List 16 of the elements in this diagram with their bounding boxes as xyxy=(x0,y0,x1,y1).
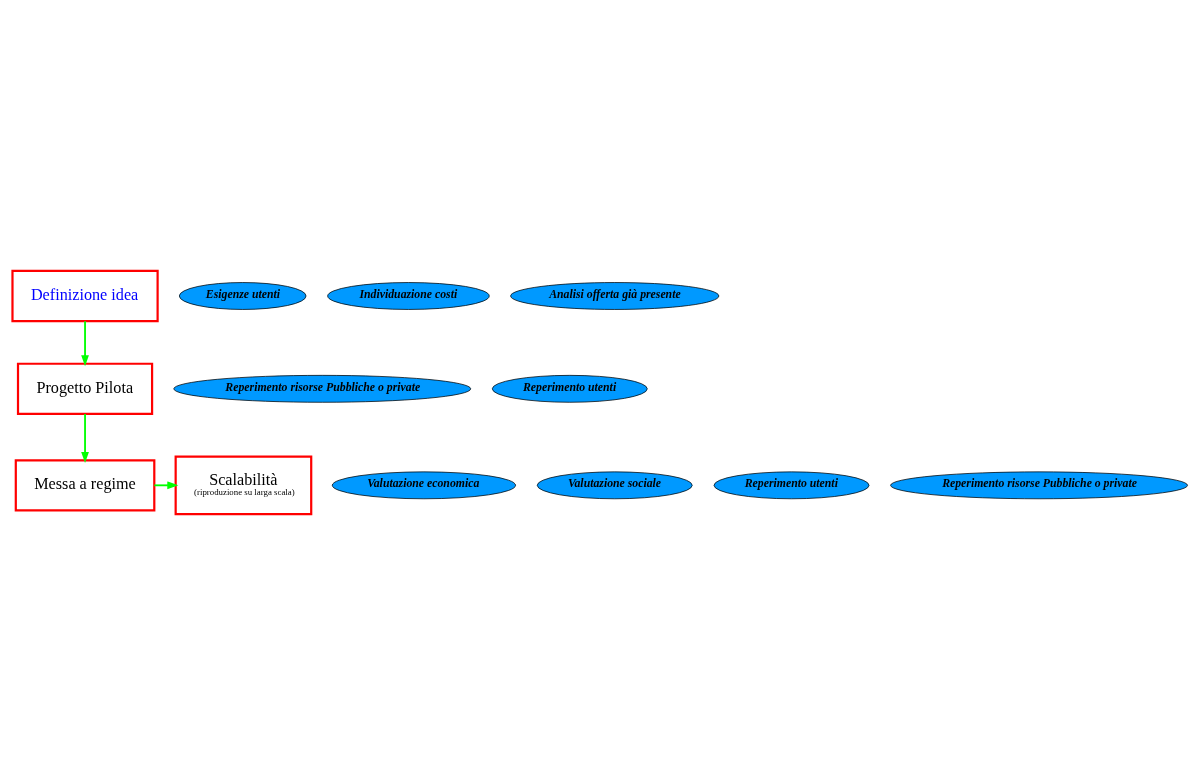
arrow xyxy=(153,480,179,489)
node-box: Messa a regime xyxy=(14,458,156,511)
arrow xyxy=(81,319,89,366)
node-ellipse: Analisi offerta già presente xyxy=(510,281,720,310)
node-ellipse: Esigenze utenti xyxy=(178,281,307,310)
node-box: Progetto Pilota xyxy=(16,362,154,415)
arrow xyxy=(81,412,89,463)
node-box: Scalabilità (riproduzione su larga scala) xyxy=(174,455,313,515)
node-ellipse: Reperimento utenti xyxy=(713,471,870,499)
node-ellipse: Reperimento utenti xyxy=(491,374,648,403)
node-box: Definizione idea xyxy=(11,269,159,322)
node-ellipse: Reperimento risorse Pubbliche o private xyxy=(173,374,472,403)
node-ellipse: Valutazione sociale xyxy=(536,471,693,499)
node-ellipse: Reperimento risorse Pubbliche o private xyxy=(890,471,1188,499)
node-ellipse: Individuazione costi xyxy=(327,281,490,310)
node-ellipse: Valutazione economica xyxy=(331,471,516,499)
